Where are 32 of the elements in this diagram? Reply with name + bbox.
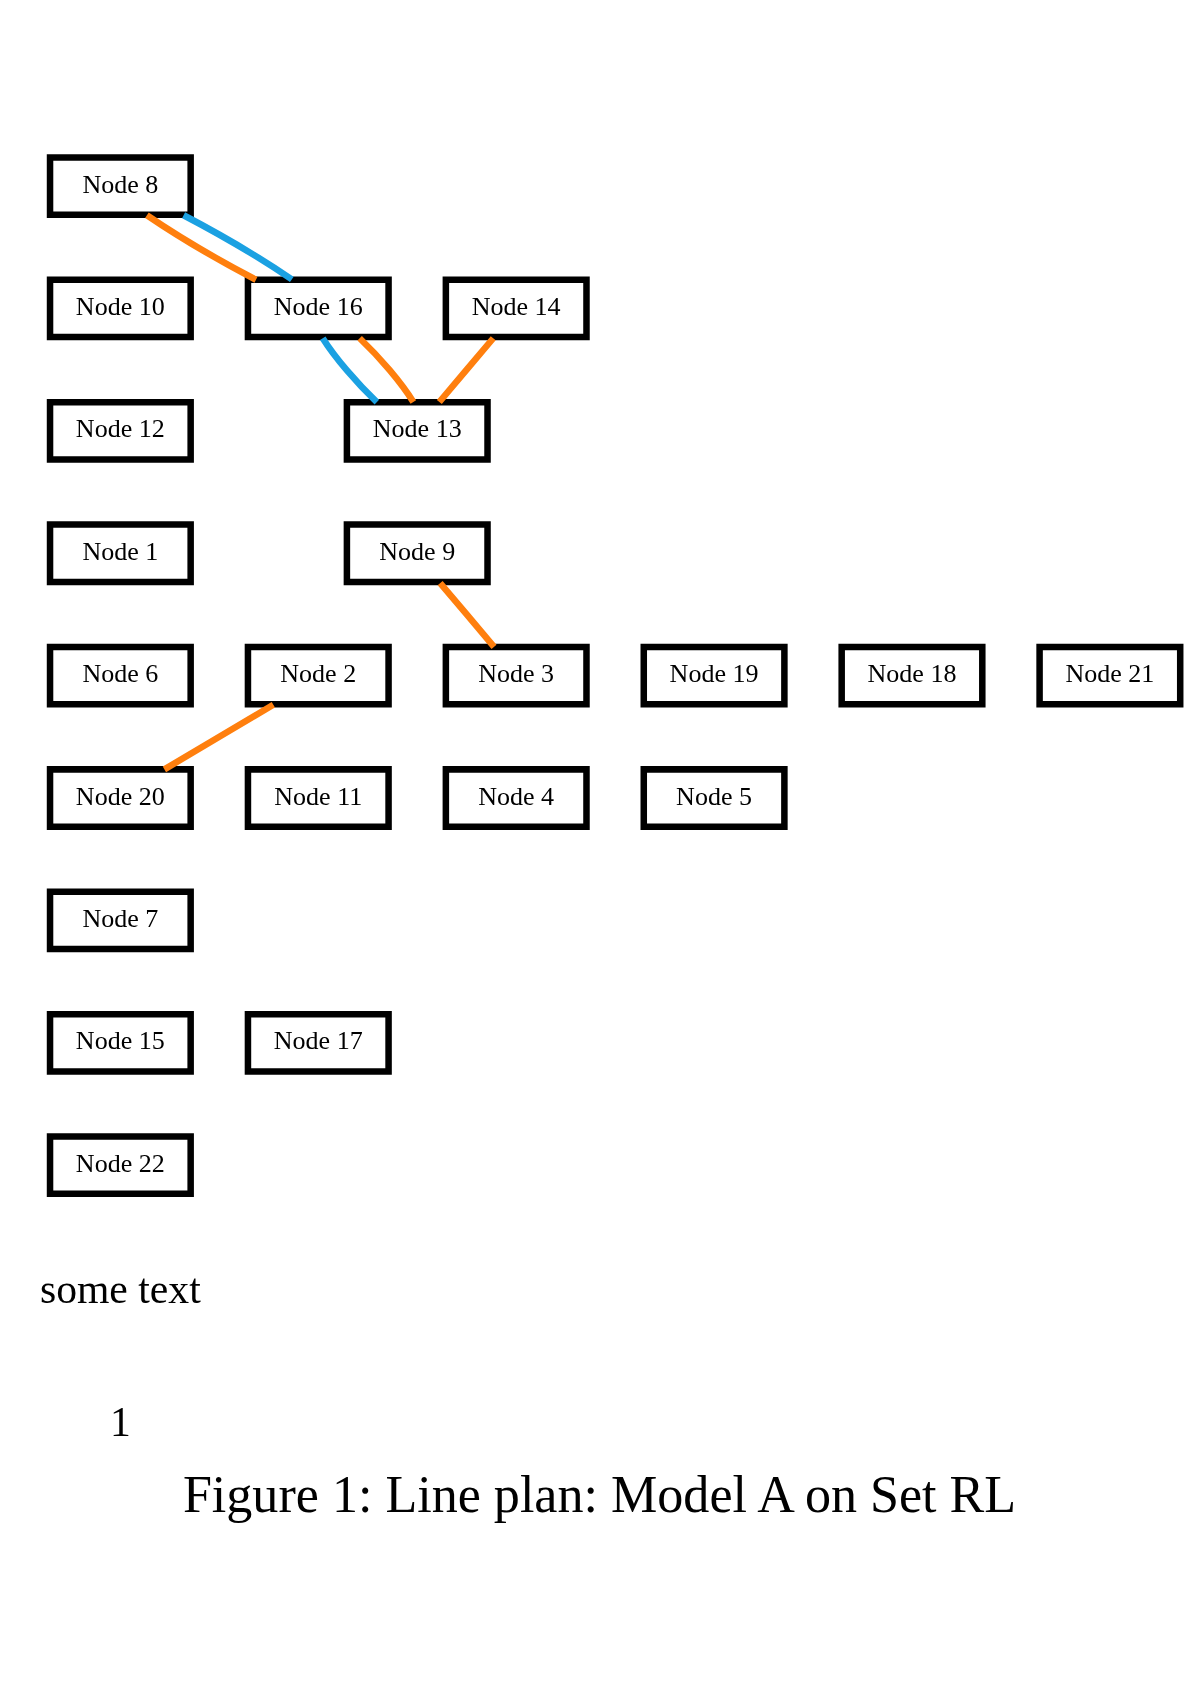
connector <box>182 212 294 283</box>
node-box: Node 14 <box>442 276 590 341</box>
node-box: Node 20 <box>46 766 194 830</box>
node-box: Node 3 <box>442 643 590 708</box>
node-box: Node 13 <box>343 398 491 463</box>
node-box: Node 7 <box>46 888 194 953</box>
node-box: Node 22 <box>46 1133 194 1198</box>
node-box: Node 8 <box>46 154 194 218</box>
connector <box>437 580 497 649</box>
label: some text <box>39 1265 201 1312</box>
node-box: Node 9 <box>343 521 491 586</box>
caption: Figure 1: Line plan: Model A on Set RL <box>182 1465 1017 1523</box>
node-box: Node 17 <box>244 1010 392 1075</box>
connector <box>357 335 417 404</box>
node-box: Node 19 <box>640 643 788 708</box>
node-box: Node 16 <box>244 276 392 341</box>
node-box: Node 18 <box>838 643 986 708</box>
node-box: Node 15 <box>46 1010 194 1075</box>
node-box: Node 10 <box>46 276 194 341</box>
connector <box>145 212 258 283</box>
node-box: Node 6 <box>46 643 194 708</box>
node-box: Node 1 <box>46 521 194 586</box>
label: 1 <box>109 1398 131 1445</box>
connector <box>320 336 380 405</box>
node-box: Node 5 <box>640 766 788 830</box>
connector <box>436 336 496 405</box>
node-box: Node 21 <box>1036 643 1184 708</box>
connector <box>162 702 275 773</box>
node-box: Node 2 <box>244 643 392 708</box>
node-box: Node 11 <box>244 766 392 830</box>
node-box: Node 4 <box>442 766 590 830</box>
node-box: Node 12 <box>46 398 194 463</box>
